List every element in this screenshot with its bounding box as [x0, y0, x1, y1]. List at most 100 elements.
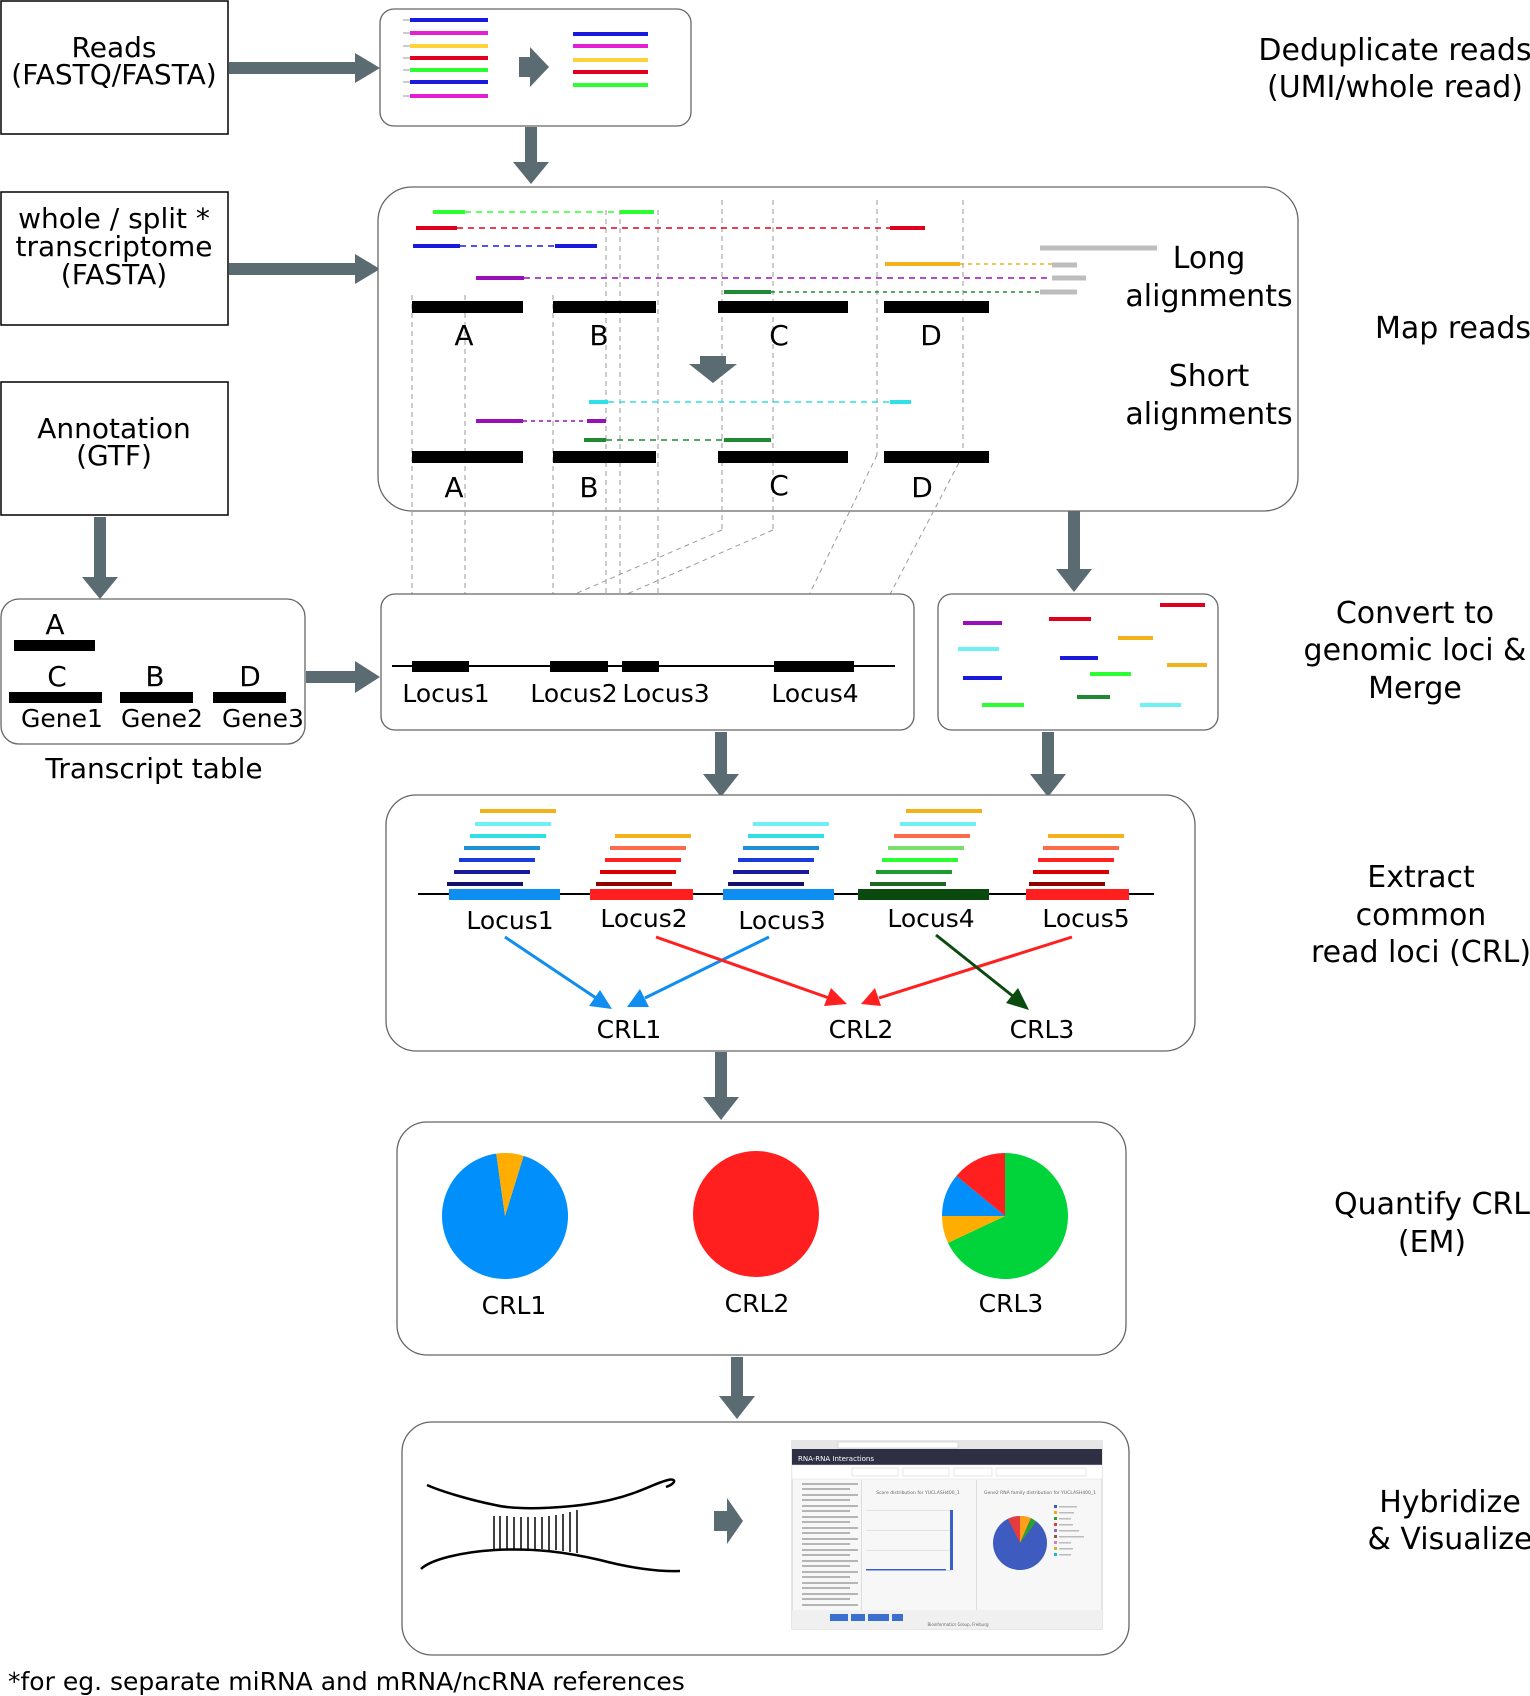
screenshot-chart2-title: Gene2 RNA family distribution for YUCLAS… [984, 1490, 1096, 1496]
step-map: Map reads [1375, 311, 1530, 346]
dedup-panel [379, 8, 692, 127]
transcript-table-panel: A C B D Gene1 Gene2 Gene3 [0, 598, 306, 745]
annotation-label-1: Annotation [37, 412, 191, 445]
step-labels: Deduplicate reads (UMI/whole read) Map r… [1258, 33, 1530, 1557]
step-quantify-1: Quantify CRL [1334, 1187, 1530, 1222]
long-alignments-label-2: alignments [1125, 279, 1292, 314]
short-transcript-c: C [769, 469, 789, 502]
reads-input-box: Reads (FASTQ/FASTA) [0, 0, 229, 135]
crl2-label: CRL2 [829, 1015, 894, 1044]
annotation-input-box: Annotation (GTF) [0, 381, 229, 516]
short-transcript-b: B [579, 471, 598, 504]
crl-locus4-bar [858, 889, 989, 900]
transcriptome-label-2: transcriptome [15, 230, 212, 263]
short-alignment-reads [476, 400, 911, 442]
step-visualize-2: & Visualize [1367, 1522, 1530, 1557]
web-app-screenshot: RNA-RNA Interactions Sc [791, 1440, 1103, 1630]
dedup-arrow-icon [519, 47, 549, 87]
crl-locus2-bar [590, 889, 693, 900]
pie-slice-crl3-3 [956, 1153, 1005, 1216]
arrow-table-to-loci [306, 661, 380, 693]
unique-reads [573, 32, 648, 87]
short-alignments-label-2: alignments [1125, 397, 1292, 432]
annotation-label-2: (GTF) [76, 439, 152, 472]
merged-reads-panel [937, 593, 1219, 731]
pie-crl1-label: CRL1 [482, 1291, 547, 1320]
long-transcript-c: C [769, 319, 789, 352]
screenshot-footer: Bioinformatics Group, Freiburg [927, 1622, 988, 1627]
step-extract-1: Extract [1367, 860, 1475, 895]
table-transcript-c: C [47, 660, 67, 693]
crl-assignment-arrows [504, 933, 1073, 1010]
crl1-label: CRL1 [597, 1015, 662, 1044]
step-extract-3: read loci (CRL) [1311, 935, 1530, 970]
table-transcript-d: D [239, 660, 261, 693]
locus1-label: Locus1 [402, 679, 489, 708]
pie-slice-crl1-1 [496, 1153, 524, 1216]
locus4-label: Locus4 [771, 679, 858, 708]
arrow-reads-to-dedup [229, 53, 380, 83]
crl-locus5-label: Locus5 [1042, 904, 1129, 933]
visualize-panel: RNA-RNA Interactions Sc [401, 1421, 1130, 1656]
step-dedup-2: (UMI/whole read) [1267, 70, 1523, 105]
long-alignment-reads [413, 210, 1157, 295]
map-panel: A B C D Long alignments Short alignments… [377, 186, 1299, 670]
table-gene2: Gene2 [121, 704, 203, 733]
rna-hybrid-illustration [420, 1478, 681, 1573]
screenshot-chart1-title: Score distribution for YUCLASH400_1 [876, 1490, 960, 1496]
footnote: *for eg. separate miRNA and mRNA/ncRNA r… [8, 1667, 685, 1696]
screenshot-result-list [802, 1483, 858, 1606]
crl-locus1-label: Locus1 [466, 906, 553, 935]
arrow-transcriptome-to-map [229, 254, 380, 284]
table-transcript-b: B [145, 660, 164, 693]
table-gene3: Gene3 [222, 704, 304, 733]
screenshot-title: RNA-RNA Interactions [798, 1455, 874, 1463]
long-transcripts [412, 301, 989, 313]
step-extract-2: common [1356, 898, 1487, 933]
long-transcript-a: A [454, 319, 473, 352]
crl-locus4-label: Locus4 [887, 904, 974, 933]
crl-pie-charts [442, 1151, 1069, 1279]
crl-locus5-bar [1026, 889, 1129, 900]
step-convert-2: genomic loci & [1304, 633, 1527, 668]
arrow-annotation-to-table [82, 517, 118, 599]
arrow-merge-to-crl [1030, 732, 1066, 797]
reads-label-2: (FASTQ/FASTA) [11, 58, 216, 91]
arrow-crl-to-quant [703, 1052, 739, 1120]
transcript-table-caption: Transcript table [44, 752, 262, 785]
pie-slice-crl2-0 [693, 1151, 819, 1277]
crl-locus1-bar [449, 889, 560, 900]
locus3-label: Locus3 [622, 679, 709, 708]
pie-slice-crl3-0 [947, 1153, 1069, 1279]
long-transcript-d: D [920, 319, 942, 352]
screenshot-pie-legend [1054, 1505, 1084, 1556]
arrow-loci-to-crl [703, 732, 739, 797]
arrow-map-to-merge [1056, 511, 1092, 592]
locus2-label: Locus2 [530, 679, 617, 708]
pie-slice-crl1-0 [442, 1153, 568, 1279]
transcriptome-input-box: whole / split * transcriptome (FASTA) [0, 191, 229, 326]
crl-panel: Locus1 Locus2 Locus3 Locus4 Locus5 CRL1 … [385, 794, 1196, 1052]
raw-reads [403, 18, 488, 98]
quantify-panel: CRL1 CRL2 CRL3 [396, 1121, 1127, 1356]
short-alignments-label-1: Short [1169, 359, 1250, 394]
pie-slice-crl3-1 [942, 1216, 1005, 1243]
transcriptome-label-1: whole / split * [18, 202, 210, 235]
step-quantify-2: (EM) [1398, 1225, 1466, 1260]
genomic-loci-panel: Locus1 Locus2 Locus3 Locus4 [380, 593, 915, 731]
step-dedup-1: Deduplicate reads [1258, 33, 1530, 68]
step-convert-3: Merge [1368, 671, 1462, 706]
pie-crl3-label: CRL3 [979, 1289, 1044, 1318]
short-transcripts [412, 451, 989, 463]
transcriptome-label-3: (FASTA) [61, 258, 167, 291]
crl-locus3-label: Locus3 [738, 906, 825, 935]
long-to-short-arrow-icon [689, 356, 737, 383]
crl3-label: CRL3 [1010, 1015, 1075, 1044]
reads-label-1: Reads [72, 31, 157, 64]
long-transcript-b: B [589, 319, 608, 352]
step-convert-1: Convert to [1336, 596, 1494, 631]
long-alignments-label-1: Long [1173, 241, 1246, 276]
arrow-dedup-to-map [513, 127, 549, 184]
table-transcript-a: A [45, 608, 64, 641]
